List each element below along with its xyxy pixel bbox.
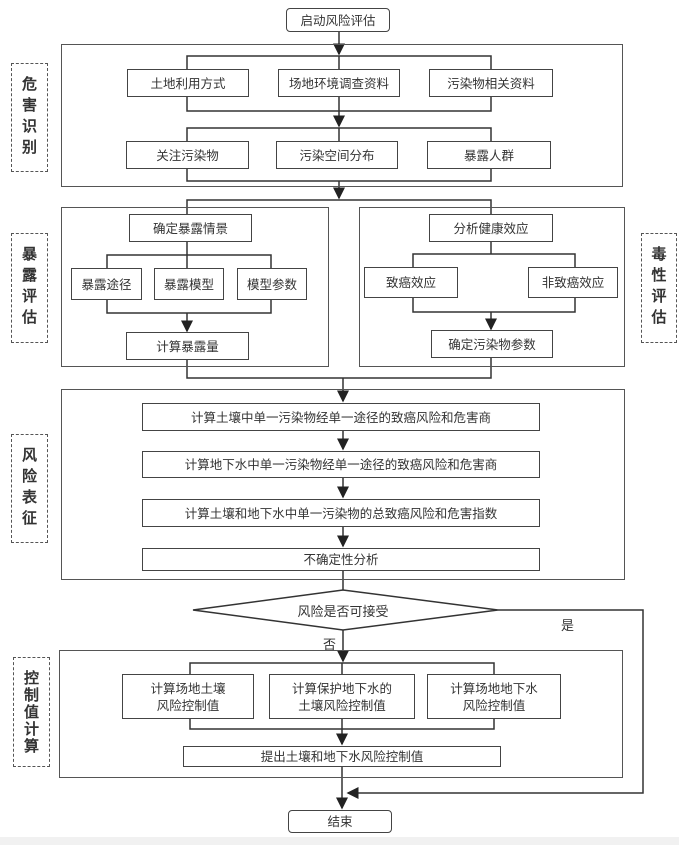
propose-control-values-box: 提出土壤和地下水风险控制值: [183, 746, 501, 767]
exposure-pathway-box: 暴露途径: [71, 268, 142, 300]
exposure-amount-box: 计算暴露量: [126, 332, 249, 360]
toxicity-assessment-label: 毒性评估: [641, 233, 677, 343]
health-effects-box: 分析健康效应: [429, 214, 553, 242]
exposure-assessment-frame: [61, 207, 329, 367]
carcinogenic-effect-box: 致癌效应: [364, 267, 458, 298]
pollutants-of-concern-box: 关注污染物: [126, 141, 249, 169]
uncertainty-analysis-step: 不确定性分析: [142, 548, 540, 571]
soil-control-value-box: 计算场地土壤 风险控制值: [122, 674, 254, 719]
groundwater-control-value-box: 计算场地地下水 风险控制值: [427, 674, 561, 719]
exposure-assessment-label: 暴露评估: [11, 233, 48, 343]
hazard-identification-label: 危害识别: [11, 63, 48, 172]
decision-no-label: 否: [323, 638, 337, 653]
pollutant-parameters-box: 确定污染物参数: [431, 330, 553, 358]
soil-risk-step: 计算土壤中单一污染物经单一途径的致癌风险和危害商: [142, 403, 540, 431]
control-values-frame: [59, 650, 623, 778]
exposure-model-box: 暴露模型: [154, 268, 224, 300]
pollutant-data-box: 污染物相关资料: [429, 69, 553, 97]
land-use-box: 土地利用方式: [127, 69, 249, 97]
hazard-identification-frame: [61, 44, 623, 187]
decision-yes-label: 是: [561, 619, 575, 634]
toxicity-assessment-frame: [359, 207, 625, 367]
total-risk-step: 计算土壤和地下水中单一污染物的总致癌风险和危害指数: [142, 499, 540, 527]
control-values-label: 控制值计算: [13, 657, 50, 767]
bottom-strip: [0, 837, 679, 845]
decision-question: 风险是否可接受: [297, 605, 389, 620]
end-node: 结束: [288, 810, 392, 833]
risk-characterization-frame: [61, 389, 625, 580]
non-carcinogenic-effect-box: 非致癌效应: [528, 267, 618, 298]
groundwater-risk-step: 计算地下水中单一污染物经单一途径的致癌风险和危害商: [142, 451, 540, 478]
exposed-population-box: 暴露人群: [427, 141, 551, 169]
risk-characterization-label: 风险表征: [11, 434, 48, 543]
spatial-distribution-box: 污染空间分布: [276, 141, 398, 169]
site-survey-box: 场地环境调查资料: [278, 69, 400, 97]
exposure-scenario-box: 确定暴露情景: [129, 214, 252, 242]
start-node: 启动风险评估: [286, 8, 390, 32]
model-parameters-box: 模型参数: [237, 268, 307, 300]
groundwater-protection-box: 计算保护地下水的 土壤风险控制值: [269, 674, 415, 719]
